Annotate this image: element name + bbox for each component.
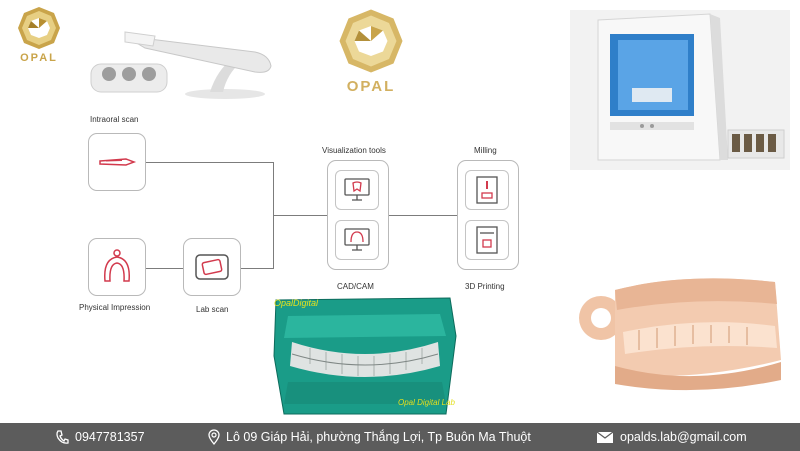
label-milling: Milling bbox=[474, 146, 497, 155]
intraoral-scanner-image bbox=[90, 31, 272, 99]
brand-name-small: OPAL bbox=[20, 52, 58, 64]
brand-name-center: OPAL bbox=[346, 78, 396, 95]
label-3d-printing: 3D Printing bbox=[465, 282, 505, 291]
printed-dental-model-image bbox=[575, 270, 787, 400]
brand-logo-small: OPAL bbox=[8, 6, 70, 64]
label-intraoral-scan: Intraoral scan bbox=[90, 115, 139, 124]
model-watermark-bottom: Opal Digital Lab bbox=[398, 398, 455, 407]
opal-gem-icon bbox=[18, 7, 60, 49]
monitor-arch-icon bbox=[335, 220, 379, 260]
phone-icon bbox=[56, 429, 69, 444]
phone-number: 0947781357 bbox=[75, 430, 145, 444]
node-physical-impression bbox=[88, 238, 146, 296]
connector-line bbox=[241, 268, 274, 269]
connector-line bbox=[389, 215, 457, 216]
label-visualization-tools: Visualization tools bbox=[322, 146, 386, 155]
footer-phone[interactable]: 0947781357 bbox=[56, 423, 145, 451]
node-intraoral-scan bbox=[88, 133, 146, 191]
3d-dental-model-image: OpalDigital Opal Digital Lab bbox=[270, 296, 460, 416]
model-watermark-top: OpalDigital bbox=[274, 298, 319, 308]
label-physical-impression: Physical Impression bbox=[79, 303, 151, 312]
label-lab-scan: Lab scan bbox=[196, 305, 229, 314]
contact-footer: 0947781357 Lô 09 Giáp Hải, phường Thắng … bbox=[0, 423, 800, 451]
email-address: opalds.lab@gmail.com bbox=[620, 430, 747, 444]
envelope-icon bbox=[596, 431, 614, 443]
connector-line bbox=[273, 215, 327, 216]
label-cad-cam: CAD/CAM bbox=[337, 282, 374, 291]
3d-printer-icon bbox=[465, 220, 509, 260]
location-pin-icon bbox=[208, 429, 220, 445]
scanner-wand-icon bbox=[99, 158, 137, 166]
footer-address[interactable]: Lô 09 Giáp Hải, phường Thắng Lợi, Tp Buô… bbox=[208, 423, 531, 451]
monitor-tooth-icon bbox=[335, 170, 379, 210]
milling-machine-image bbox=[570, 10, 790, 170]
connector-line bbox=[146, 162, 274, 163]
group-cad-cam bbox=[327, 160, 389, 270]
impression-tray-icon bbox=[104, 249, 130, 282]
node-lab-scan bbox=[183, 238, 241, 296]
group-manufacturing bbox=[457, 160, 519, 270]
brand-logo-center: OPAL bbox=[326, 8, 416, 95]
address-text: Lô 09 Giáp Hải, phường Thắng Lợi, Tp Buô… bbox=[226, 430, 531, 444]
opal-gem-icon bbox=[339, 9, 403, 73]
lab-scanner-icon bbox=[195, 254, 229, 280]
connector-line bbox=[146, 268, 183, 269]
milling-machine-icon bbox=[465, 170, 509, 210]
footer-email[interactable]: opalds.lab@gmail.com bbox=[596, 423, 747, 451]
